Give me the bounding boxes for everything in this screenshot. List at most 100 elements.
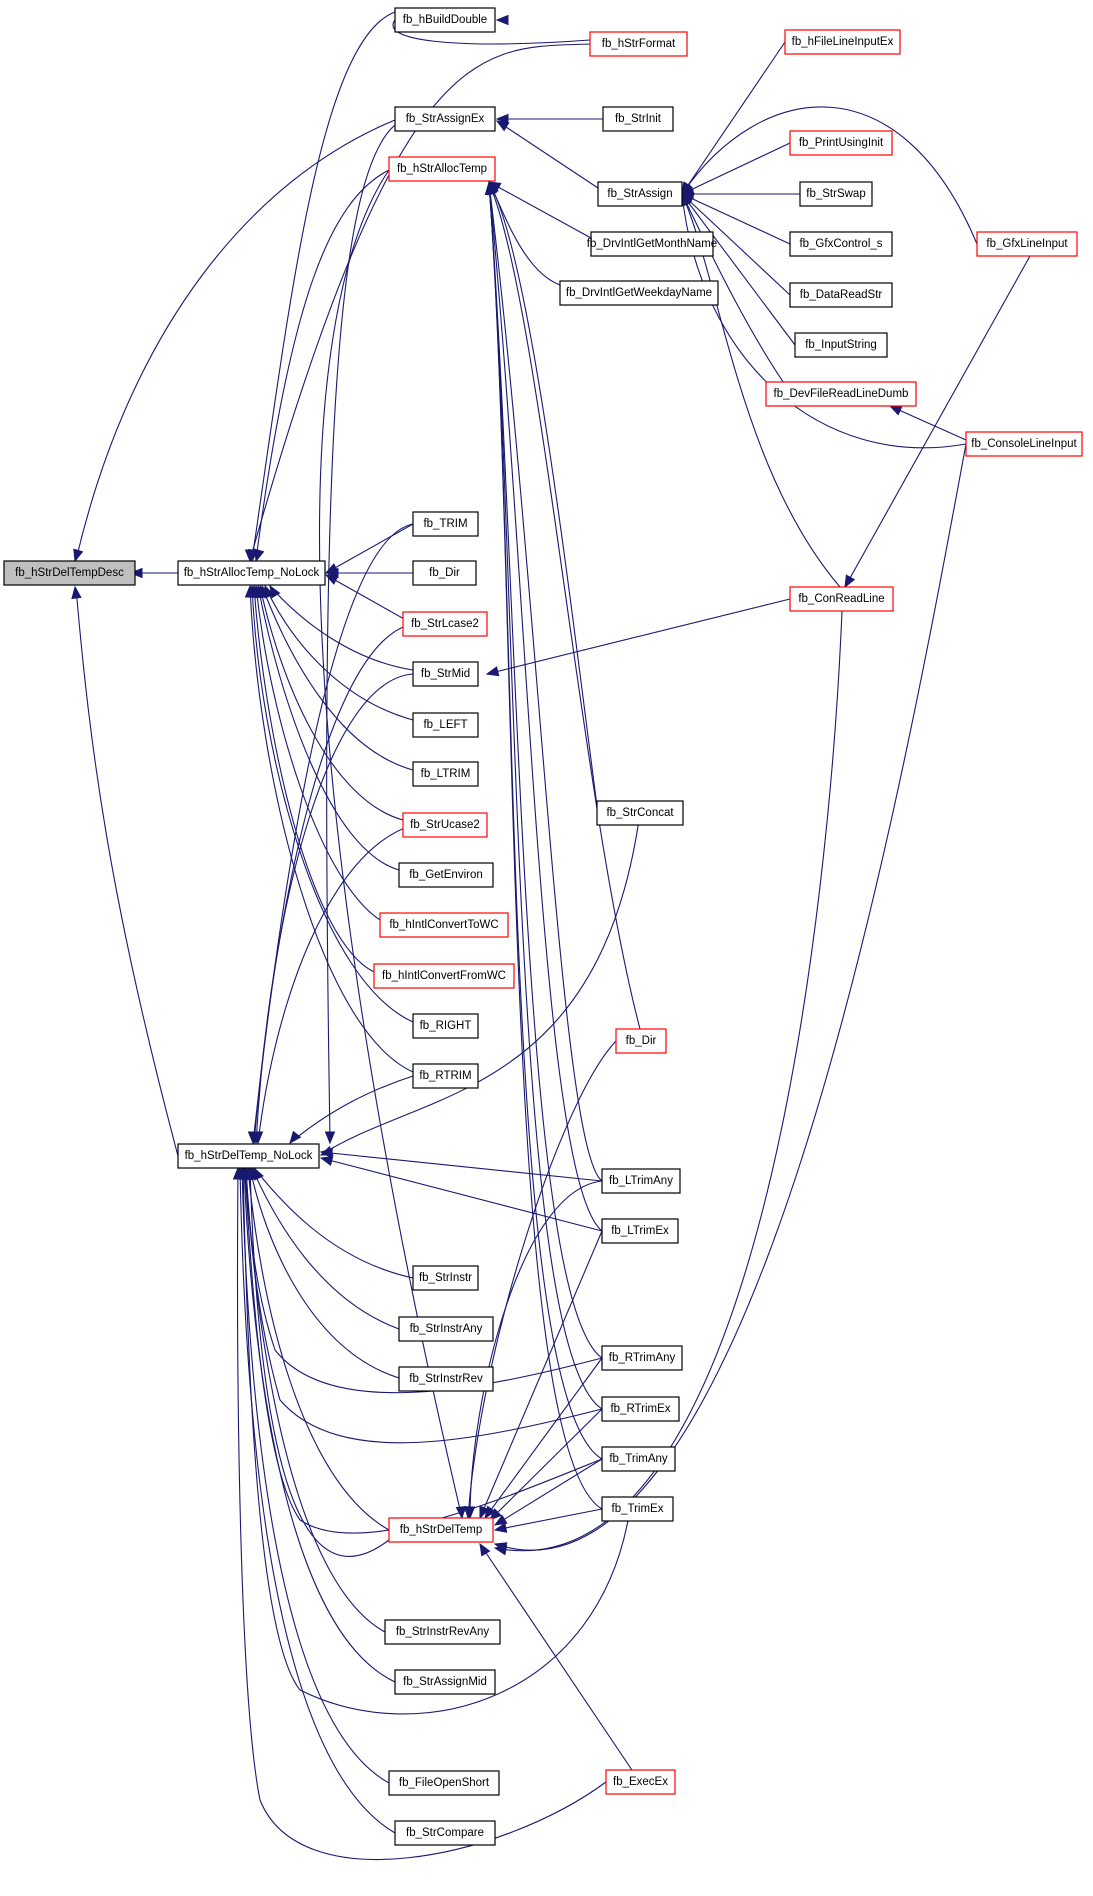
node-box xyxy=(402,812,488,838)
node-box xyxy=(379,912,509,938)
call-edge xyxy=(241,1167,390,1784)
node-gfxControl[interactable]: fb_GfxControl_s xyxy=(789,231,893,257)
call-edge xyxy=(75,119,396,561)
node-LEFT[interactable]: fb_LEFT xyxy=(412,712,479,738)
node-fileLineInputEx[interactable]: fb_hFileLineInputEx xyxy=(784,29,901,55)
node-strSwap[interactable]: fb_StrSwap xyxy=(799,181,873,207)
node-dataReadStr[interactable]: fb_DataReadStr xyxy=(789,282,893,308)
node-label: fb_StrAssignMid xyxy=(403,1676,487,1688)
node-fileOpenShort[interactable]: fb_FileOpenShort xyxy=(388,1770,500,1796)
node-getEnv[interactable]: fb_GetEnviron xyxy=(398,862,494,888)
node-label: fb_hStrDelTemp xyxy=(400,1524,482,1536)
node-box xyxy=(615,1028,667,1054)
node-label: fb_StrInstrRev xyxy=(409,1373,483,1385)
node-allocNL[interactable]: fb_hStrAllocTemp_NoLock xyxy=(177,560,326,586)
node-delNL[interactable]: fb_hStrDelTemp_NoLock xyxy=(177,1143,320,1169)
edge-arrowhead xyxy=(244,1166,256,1180)
node-LTRIM[interactable]: fb_LTRIM xyxy=(412,761,479,787)
edge-arrowhead xyxy=(252,1131,264,1145)
node-conReadLine[interactable]: fb_ConReadLine xyxy=(789,586,894,612)
edge-arrowhead xyxy=(484,181,496,195)
node-rTrimAny[interactable]: fb_RTrimAny xyxy=(601,1345,683,1371)
node-root[interactable]: fb_hStrDelTempDesc xyxy=(3,560,136,586)
node-weekdayName[interactable]: fb_DrvIntlGetWeekdayName xyxy=(559,280,719,306)
call-edge xyxy=(249,1167,400,1379)
node-lcase2[interactable]: fb_StrLcase2 xyxy=(402,611,488,637)
node-monthName[interactable]: fb_DrvIntlGetMonthName xyxy=(587,231,717,257)
node-trimEx[interactable]: fb_TrimEx xyxy=(601,1496,674,1522)
call-edge xyxy=(681,193,791,245)
node-strInstr[interactable]: fb_StrInstr xyxy=(412,1265,479,1291)
node-label: fb_InputString xyxy=(805,339,877,351)
node-rTrimEx[interactable]: fb_RTrimEx xyxy=(601,1396,680,1422)
node-strInstrRev[interactable]: fb_StrInstrRev xyxy=(398,1366,494,1392)
node-box xyxy=(559,280,719,306)
node-label: fb_TRIM xyxy=(423,518,467,530)
call-edge xyxy=(889,405,967,441)
node-RIGHT[interactable]: fb_RIGHT xyxy=(412,1013,479,1039)
node-label: fb_DrvIntlGetMonthName xyxy=(587,238,717,250)
call-edge xyxy=(251,11,396,561)
node-lTrimAny[interactable]: fb_LTrimAny xyxy=(601,1168,681,1194)
node-fromWC[interactable]: fb_hIntlConvertFromWC xyxy=(373,963,515,989)
node-box xyxy=(597,181,683,207)
edge-arrowhead xyxy=(129,567,143,579)
node-strInit[interactable]: fb_StrInit xyxy=(602,106,674,132)
node-toWC[interactable]: fb_hIntlConvertToWC xyxy=(379,912,509,938)
node-delTemp[interactable]: fb_hStrDelTemp xyxy=(388,1517,494,1543)
call-edge xyxy=(245,1167,386,1633)
node-TRIM[interactable]: fb_TRIM xyxy=(412,511,479,537)
call-edge xyxy=(488,182,603,1182)
node-box xyxy=(177,560,326,586)
node-strInstrRevAny[interactable]: fb_StrInstrRevAny xyxy=(384,1619,501,1645)
node-label: fb_DrvIntlGetWeekdayName xyxy=(566,287,712,299)
call-edge xyxy=(681,193,791,296)
node-box xyxy=(412,511,479,537)
node-devFileReadLineDumb[interactable]: fb_DevFileReadLineDumb xyxy=(765,381,917,407)
node-box xyxy=(412,1013,479,1039)
call-edge xyxy=(249,1167,390,1557)
edge-arrowhead xyxy=(485,666,500,677)
node-lTrimEx[interactable]: fb_LTrimEx xyxy=(601,1218,679,1244)
call-edge xyxy=(289,1075,414,1144)
node-Dir1[interactable]: fb_Dir xyxy=(412,560,477,586)
call-edge xyxy=(249,43,591,561)
node-consoleLineInput[interactable]: fb_ConsoleLineInput xyxy=(965,431,1083,457)
node-ucase2[interactable]: fb_StrUcase2 xyxy=(402,812,488,838)
call-edge xyxy=(484,1357,603,1519)
node-label: fb_Dir xyxy=(626,1035,657,1047)
node-box xyxy=(601,1446,676,1472)
edge-arrowhead xyxy=(319,1155,334,1166)
edge-arrowhead xyxy=(681,181,693,196)
call-edge xyxy=(681,193,791,393)
call-edge xyxy=(844,255,1031,588)
node-label: fb_LTrimEx xyxy=(611,1225,669,1237)
node-trimAny[interactable]: fb_TrimAny xyxy=(601,1446,676,1472)
node-label: fb_LEFT xyxy=(423,719,467,731)
node-strAssignEx[interactable]: fb_StrAssignEx xyxy=(394,106,496,132)
node-strMid[interactable]: fb_StrMid xyxy=(412,661,479,687)
node-box xyxy=(412,712,479,738)
edge-arrowhead xyxy=(324,574,339,585)
node-printUsingInit[interactable]: fb_PrintUsingInit xyxy=(789,130,893,156)
node-strAssignMid[interactable]: fb_StrAssignMid xyxy=(394,1669,496,1695)
node-strFormat[interactable]: fb_hStrFormat xyxy=(589,31,688,57)
call-edge xyxy=(247,1167,390,1531)
node-allocTemp[interactable]: fb_hStrAllocTemp xyxy=(388,156,496,182)
node-gfxLineInput[interactable]: fb_GfxLineInput xyxy=(976,231,1078,257)
node-RTRIM[interactable]: fb_RTRIM xyxy=(412,1063,479,1089)
call-edge xyxy=(261,585,414,771)
call-edge xyxy=(269,585,414,671)
node-strAssign[interactable]: fb_StrAssign xyxy=(597,181,683,207)
node-strInstrAny[interactable]: fb_StrInstrAny xyxy=(398,1316,494,1342)
node-buildDouble[interactable]: fb_hBuildDouble xyxy=(394,7,496,33)
node-label: fb_hIntlConvertFromWC xyxy=(382,970,506,982)
node-strConcat[interactable]: fb_StrConcat xyxy=(596,800,684,826)
node-inputString[interactable]: fb_InputString xyxy=(794,332,888,358)
node-execEx[interactable]: fb_ExecEx xyxy=(605,1769,676,1795)
node-box xyxy=(398,1366,494,1392)
node-strCompare[interactable]: fb_StrCompare xyxy=(394,1820,496,1846)
edge-arrowhead xyxy=(254,548,265,563)
node-Dir2[interactable]: fb_Dir xyxy=(615,1028,667,1054)
